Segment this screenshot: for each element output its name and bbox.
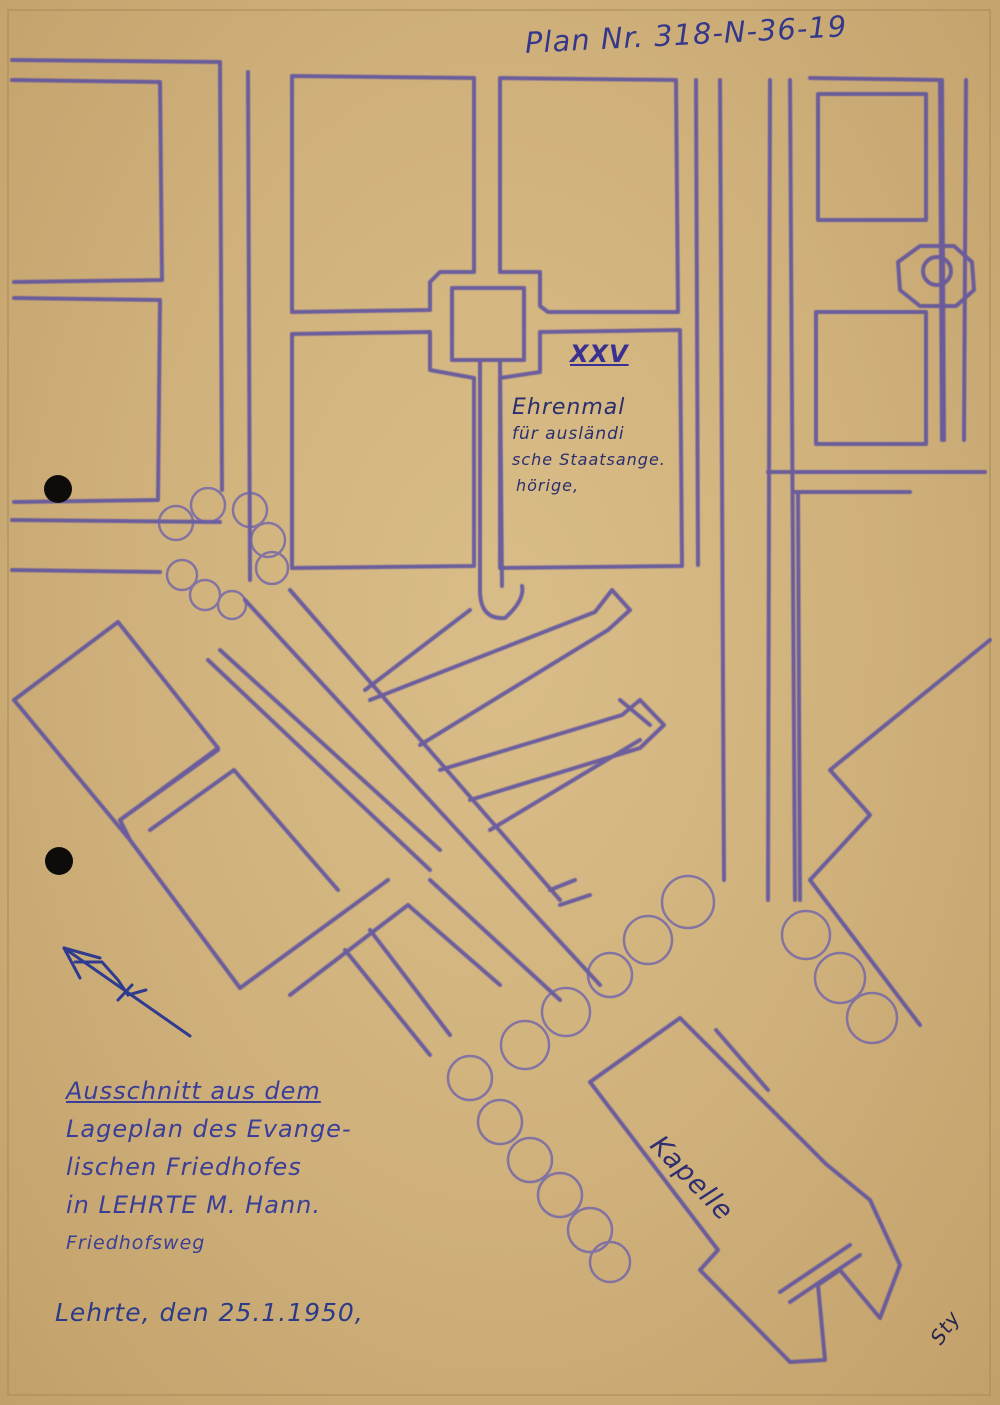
east-field xyxy=(808,638,992,1027)
grave-marker-label: XXV xyxy=(570,340,629,368)
legend-line: in LEHRTE M. Hann. xyxy=(66,1191,321,1219)
memorial-label-line: für ausländi xyxy=(512,424,625,444)
side-allees xyxy=(363,588,666,907)
north-arrow-icon xyxy=(62,946,192,1038)
punch-hole-top xyxy=(44,475,72,503)
trees xyxy=(157,486,899,1284)
map-legend: Ausschnitt aus dem Lageplan des Evange- … xyxy=(66,1072,352,1262)
chapel-outline xyxy=(588,1016,902,1364)
left-diagonal-building xyxy=(12,620,502,1057)
date-line: Lehrte, den 25.1.1950, xyxy=(55,1298,364,1327)
legend-line: lischen Friedhofes xyxy=(66,1153,302,1181)
memorial-label: Ehrenmal für ausländi sche Staatsange. h… xyxy=(512,395,666,499)
legend-line: Ausschnitt aus dem xyxy=(66,1077,321,1105)
legend-line: Lageplan des Evange- xyxy=(66,1115,352,1143)
central-blocks xyxy=(290,74,684,621)
diagonal-main-axis xyxy=(206,588,602,1002)
memorial-label-line: hörige, xyxy=(516,476,580,495)
legend-line: Friedhofsweg xyxy=(66,1232,206,1254)
punch-hole-bottom xyxy=(45,847,73,875)
roundabout xyxy=(896,244,976,308)
memorial-label-line: sche Staatsange. xyxy=(512,450,666,469)
top-left-blocks xyxy=(10,58,252,582)
memorial-label-line: Ehrenmal xyxy=(512,395,626,420)
right-paths xyxy=(694,76,987,902)
